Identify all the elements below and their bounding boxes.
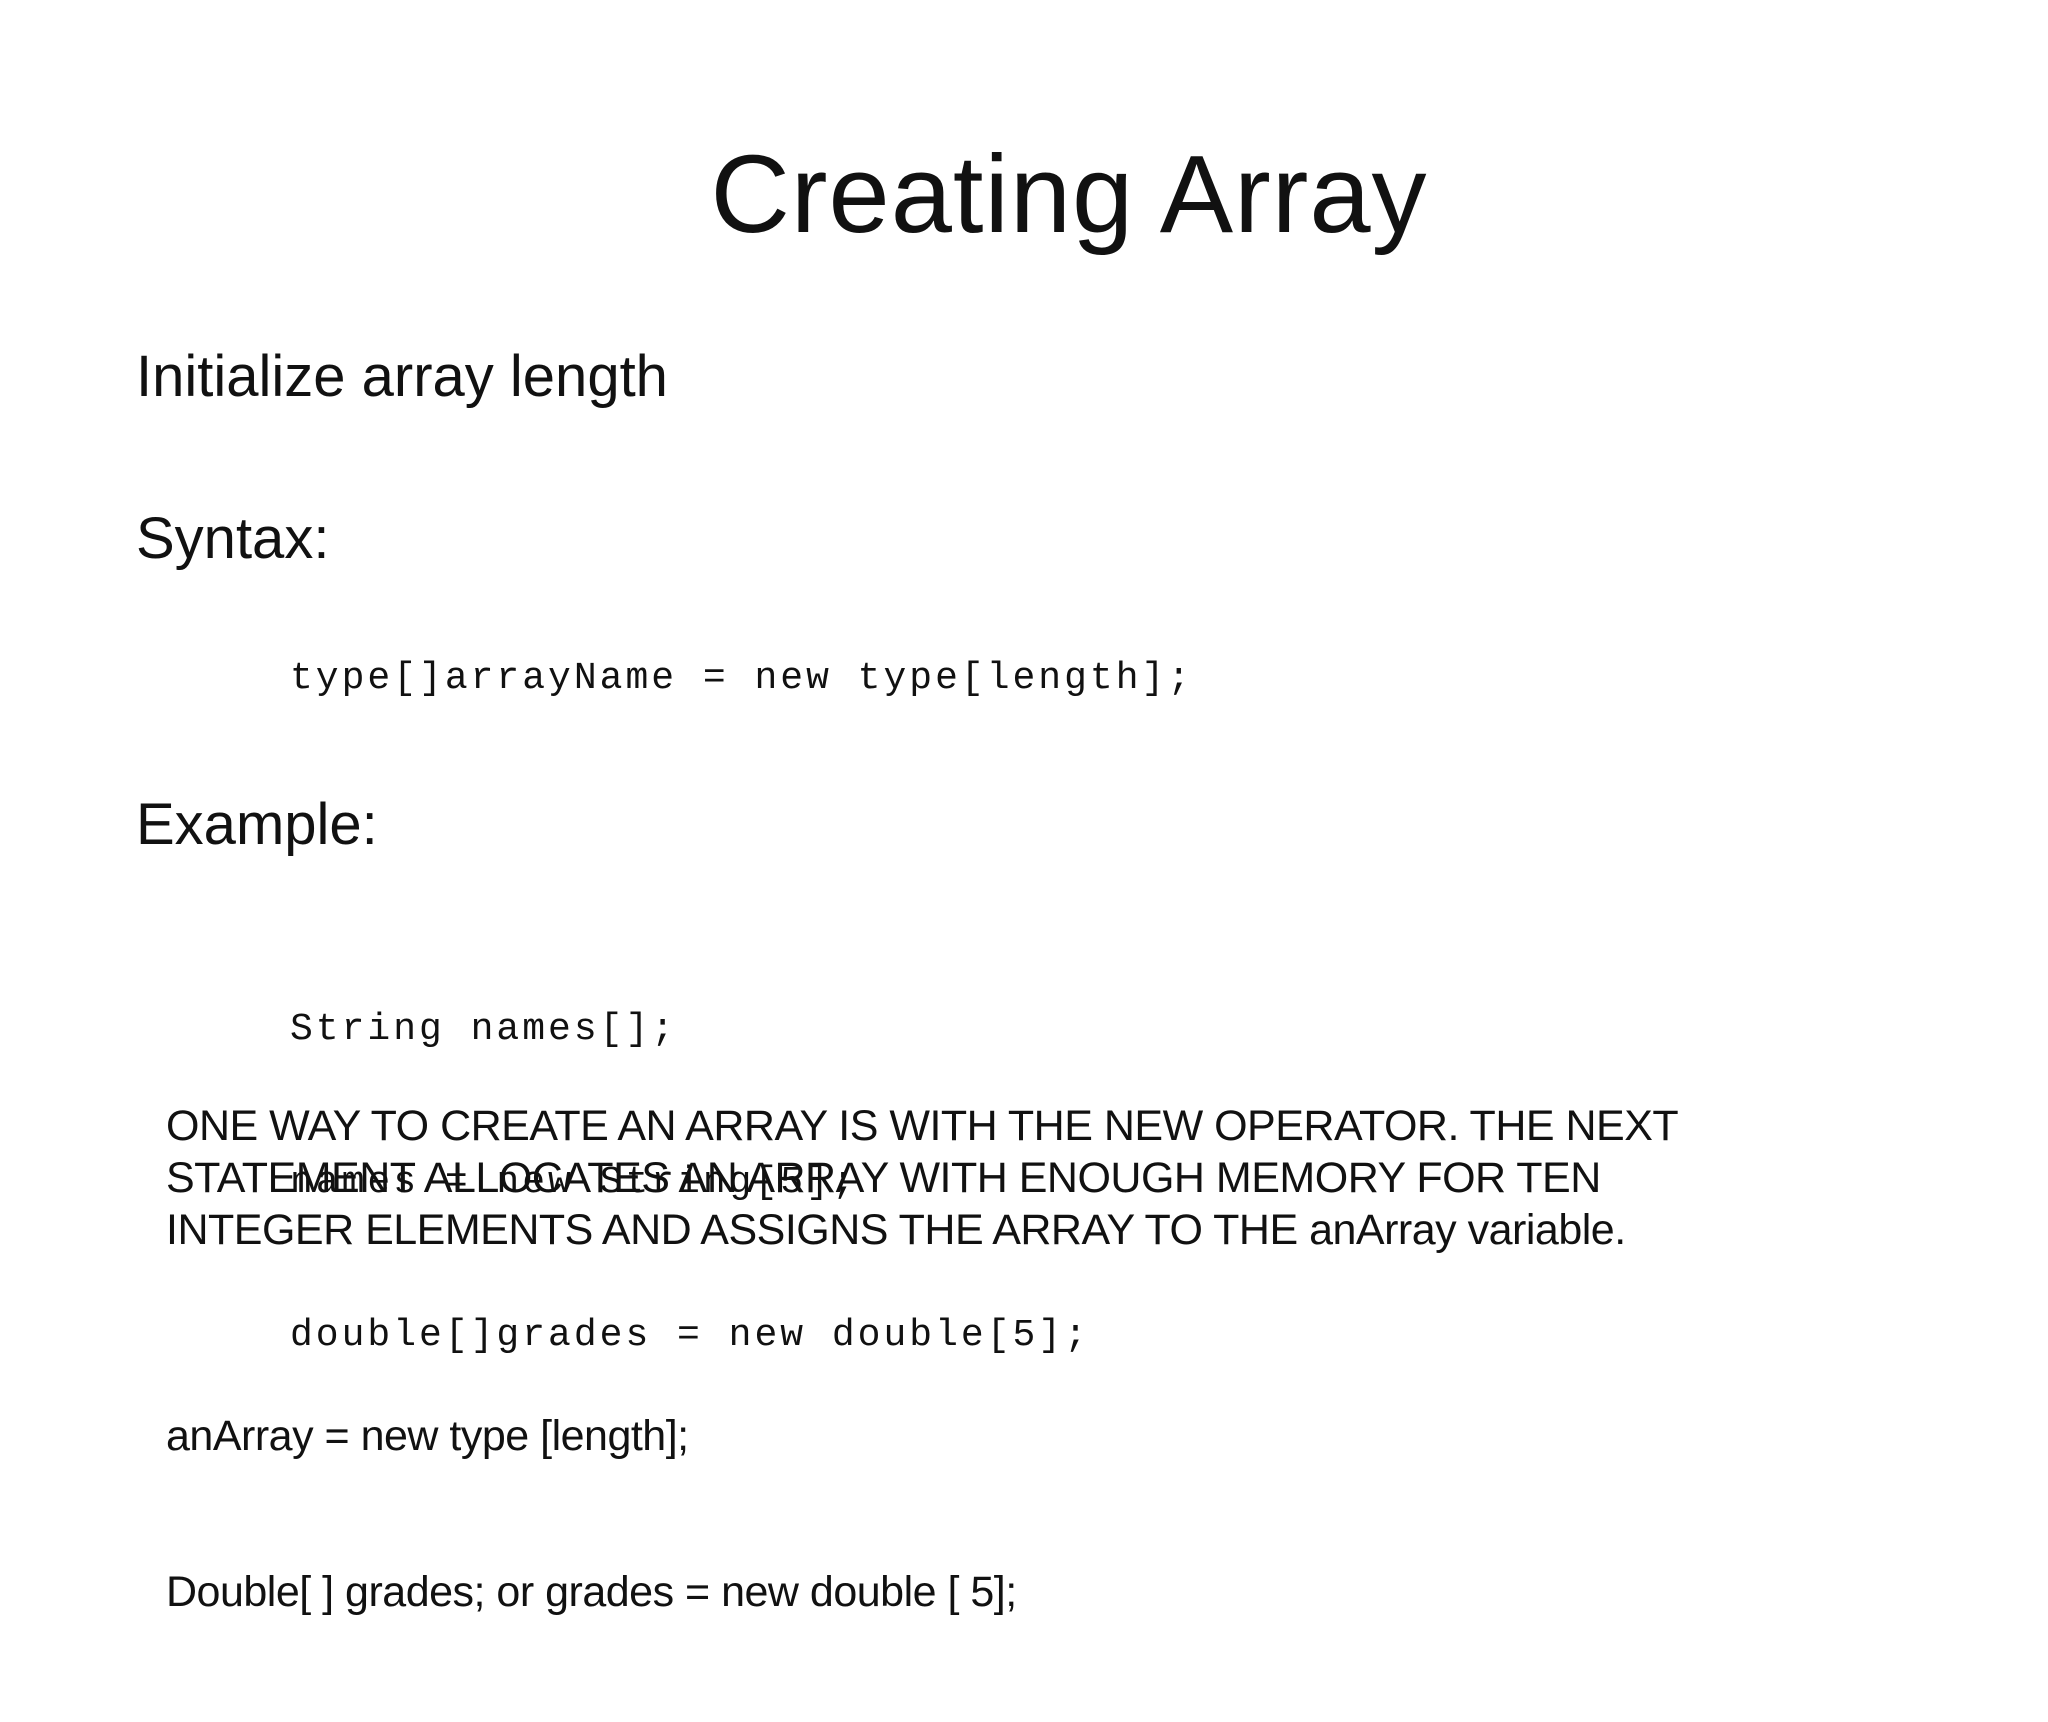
explanation-paragraph: ONE WAY TO CREATE AN ARRAY IS WITH THE N… — [166, 1100, 1679, 1256]
paragraph-line: ONE WAY TO CREATE AN ARRAY IS WITH THE N… — [166, 1102, 1679, 1150]
heading-initialize-array-length: Initialize array length — [136, 344, 668, 409]
example-code-line: String names[]; — [290, 1008, 678, 1051]
heading-example: Example: — [136, 792, 378, 857]
example-code-line: names = new String[5]; — [290, 1161, 858, 1204]
example-code-block: String names[]; names = new String[5]; d… — [290, 902, 1090, 1463]
footer-code-line: anArray = new type [length]; — [166, 1412, 689, 1460]
example-code-line: double[]grades = new double[5]; — [290, 1314, 1090, 1357]
footer-code-line: Double[ ] grades; or grades = new double… — [166, 1568, 1017, 1616]
slide-title: Creating Array — [710, 133, 1428, 256]
paragraph-line: INTEGER ELEMENTS AND ASSIGNS THE ARRAY T… — [166, 1206, 1626, 1254]
footer-code-block: anArray = new type [length]; Double[ ] g… — [166, 1306, 1017, 1722]
syntax-code: type[]arrayName = new type[length]; — [290, 657, 1194, 700]
heading-syntax: Syntax: — [136, 506, 330, 571]
slide: Creating Array Initialize array length S… — [136, 133, 1679, 1616]
paragraph-line: STATEMENT ALLOCATES AN ARRAY WITH ENOUGH… — [166, 1154, 1601, 1202]
